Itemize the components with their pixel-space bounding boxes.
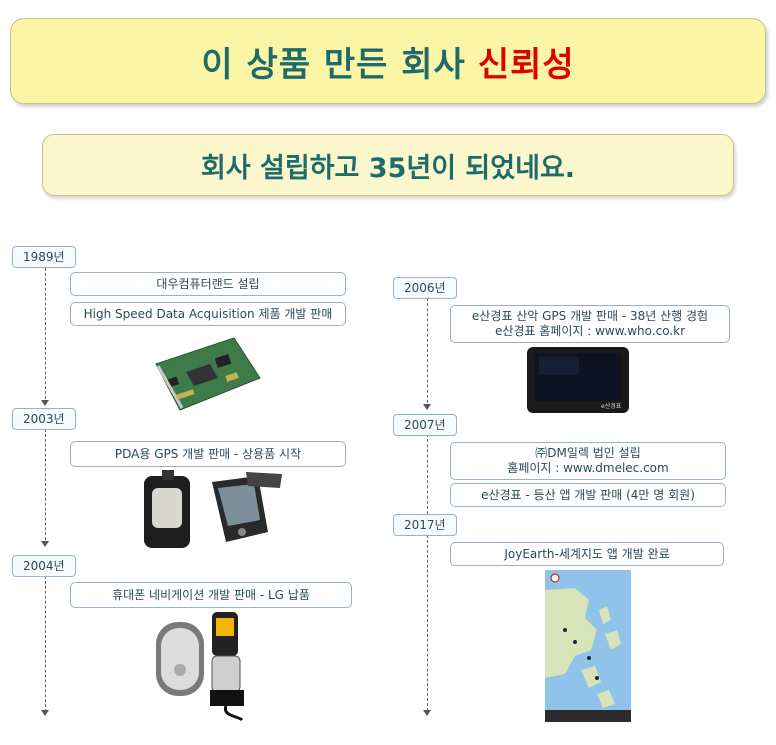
right-timeline-arrow-3 <box>423 710 431 716</box>
device-brand-label: e산경표 <box>601 402 622 410</box>
title-banner: 이 상품 만든 회사 신뢰성 <box>10 18 766 104</box>
item-data-acquisition: High Speed Data Acquisition 제품 개발 판매 <box>70 302 346 326</box>
item-text-line-2: e산경표 홈페이지 : www.who.co.kr <box>494 324 686 338</box>
year-badge-2006: 2006년 <box>393 277 457 299</box>
item-text: JoyEarth-세계지도 앱 개발 완료 <box>504 546 670 561</box>
left-timeline-arrow-2 <box>41 541 49 547</box>
subtitle-text: 회사 설립하고 35년이 되었네요. <box>200 152 576 184</box>
circuit-board-image <box>155 337 261 411</box>
item-dmelec-founded: ㈜DM일렉 법인 설립 홈페이지 : www.dmelec.com <box>450 442 726 480</box>
left-timeline-arrow-1 <box>41 400 49 406</box>
left-timeline-line-3 <box>45 576 46 712</box>
item-phone-navigation: 휴대폰 네비게이션 개발 판매 - LG 납품 <box>70 582 352 608</box>
item-text: e산경표 - 등산 앱 개발 판매 (4만 명 회원) <box>481 487 695 502</box>
item-hiking-app: e산경표 - 등산 앱 개발 판매 (4만 명 회원) <box>450 483 726 507</box>
year-badge-2004: 2004년 <box>12 555 76 577</box>
year-badge-1989: 1989년 <box>12 246 76 268</box>
item-joyearth-app: JoyEarth-세계지도 앱 개발 완료 <box>450 542 724 566</box>
item-text: 대우컴퓨터랜드 설립 <box>156 276 260 291</box>
item-text-line-1: e산경표 산악 GPS 개발 판매 - 38년 산행 경험 <box>471 309 709 323</box>
item-pda-gps: PDA용 GPS 개발 판매 - 상용품 시작 <box>70 441 346 467</box>
item-text: High Speed Data Acquisition 제품 개발 판매 <box>83 306 333 321</box>
gps-device-image: e산경표 <box>527 347 629 413</box>
right-timeline-line-2 <box>427 434 428 514</box>
left-timeline-line-2 <box>45 429 46 545</box>
item-text-line-1: ㈜DM일렉 법인 설립 <box>535 446 641 460</box>
item-text-line-2: 홈페이지 : www.dmelec.com <box>507 461 669 475</box>
year-badge-2007: 2007년 <box>393 414 457 436</box>
subtitle-box: 회사 설립하고 35년이 되었네요. <box>42 134 734 196</box>
right-timeline-line-3 <box>427 535 428 711</box>
phone-navigation-image <box>156 612 244 722</box>
item-daewoo-founded: 대우컴퓨터랜드 설립 <box>70 272 346 296</box>
year-badge-2003: 2003년 <box>12 408 76 430</box>
left-timeline-arrow-3 <box>41 710 49 716</box>
right-timeline-line-1 <box>427 298 428 408</box>
title-highlight: 신뢰성 <box>477 44 575 85</box>
title-main: 이 상품 만든 회사 <box>201 44 466 85</box>
item-esankyeongpyo-gps: e산경표 산악 GPS 개발 판매 - 38년 산행 경험 e산경표 홈페이지 … <box>450 305 730 343</box>
left-timeline-line-1 <box>45 268 46 404</box>
right-timeline-arrow-1 <box>423 404 431 410</box>
year-badge-2017: 2017년 <box>393 514 457 536</box>
pda-gps-image <box>144 470 282 548</box>
item-text: 휴대폰 네비게이션 개발 판매 - LG 납품 <box>112 587 310 602</box>
item-text: PDA용 GPS 개발 판매 - 상용품 시작 <box>114 446 302 461</box>
map-app-screenshot <box>545 570 631 722</box>
